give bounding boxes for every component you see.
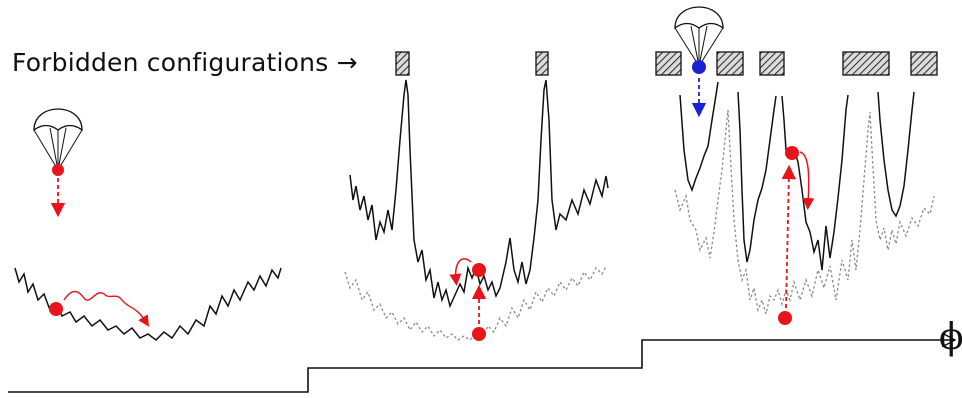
energy-landscape-3-prev — [674, 109, 935, 315]
particle — [472, 263, 486, 277]
forbidden-boxes — [395, 51, 938, 76]
forbidden-label-text: Forbidden configurations — [12, 48, 329, 77]
step-axis — [8, 340, 955, 393]
forbidden-box — [842, 51, 890, 76]
relax-arrow — [799, 151, 815, 210]
wander-arrow — [63, 290, 149, 327]
particle — [472, 327, 486, 341]
particle — [52, 164, 64, 176]
axis-symbol: ϕ — [939, 317, 962, 358]
forbidden-box — [910, 51, 938, 76]
particle — [778, 311, 792, 325]
relax-arrow — [449, 258, 472, 286]
energy-landscape-3 — [679, 81, 915, 271]
forbidden-box — [395, 51, 410, 76]
parachute-icon — [33, 108, 83, 171]
panel-3 — [674, 6, 935, 325]
forbidden-box — [716, 51, 744, 76]
energy-landscape-1 — [14, 267, 282, 341]
lift-arrow — [781, 164, 797, 309]
forbidden-arrow: → — [336, 48, 358, 77]
energy-landscape-2 — [349, 79, 609, 309]
energy-landscape-2-prev — [344, 265, 607, 341]
particle-blue — [692, 60, 706, 74]
forbidden-box — [759, 51, 785, 76]
parachute-icon — [674, 6, 724, 67]
forbidden-box — [655, 51, 682, 76]
forbidden-box — [535, 51, 549, 76]
panel-1 — [14, 108, 282, 341]
forbidden-configurations-label: Forbidden configurations → — [12, 48, 358, 77]
particle — [49, 302, 63, 316]
panel-2 — [344, 79, 609, 341]
particle — [785, 146, 799, 160]
